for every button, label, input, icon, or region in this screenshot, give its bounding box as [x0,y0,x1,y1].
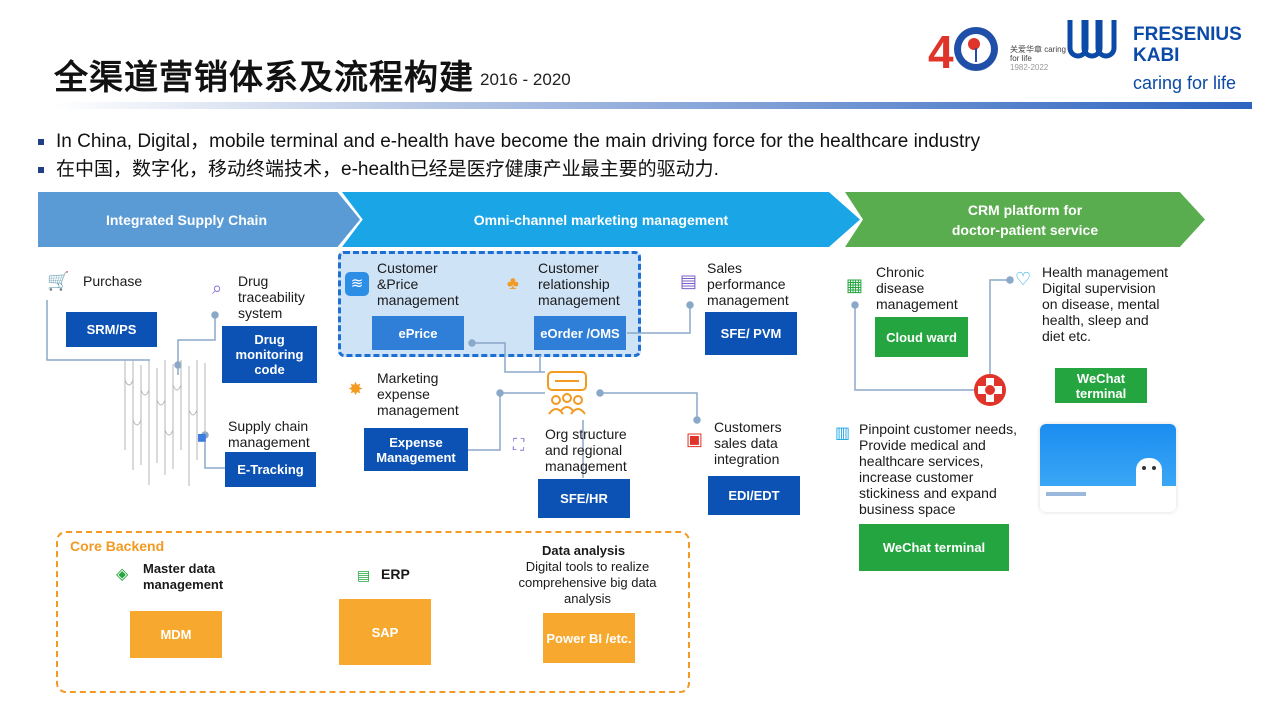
drug-monitoring-code-box[interactable]: Drug monitoring code [222,326,317,383]
org-structure-label: Org structure and regional management [545,426,640,474]
central-hub-icon [545,370,590,420]
bar-chart-icon: ▥ [835,425,850,443]
crm-label: Customer relationship management [538,260,630,308]
pinpoint-needs-label: Pinpoint customer needs, Provide medical… [859,421,1034,517]
health-management-label: Health management Digital supervision on… [1042,264,1172,344]
power-bi-box[interactable]: Power BI /etc. [543,613,635,663]
supply-chain-mgmt-label: Supply chain management [228,418,323,450]
layers-icon: ≋ [345,272,369,296]
wechat-terminal-box-1[interactable]: WeChat terminal [1055,368,1147,403]
sales-performance-label: Sales performance management [707,260,802,308]
srm-ps-box[interactable]: SRM/PS [66,312,157,347]
eprice-box[interactable]: ePrice [372,316,464,350]
people-network-icon: ♣ [507,274,519,292]
data-analysis-title: Data analysis [542,543,625,558]
sap-box[interactable]: SAP [339,599,431,665]
sfe-pvm-box[interactable]: SFE/ PVM [705,312,797,355]
supply-chain-icon: ◼ [197,428,207,446]
mdm-box[interactable]: MDM [130,611,222,658]
master-data-icon: ◈ [116,566,128,584]
wechat-app-screenshot [1040,424,1176,512]
data-analysis-desc: Digital tools to realize comprehensive b… [505,559,670,607]
core-backend-title: Core Backend [70,538,164,554]
sales-data-icon: ▣ [686,430,703,448]
org-structure-icon: ⛶ [513,437,524,455]
purchase-label: Purchase [83,273,142,289]
sfe-hr-box[interactable]: SFE/HR [538,479,630,518]
mascot-icon [1136,458,1162,496]
customer-price-label: Customer &Price management [377,260,472,308]
marketing-expense-label: Marketing expense management [377,370,472,418]
mdm-label: Master data management [143,561,248,593]
search-trace-icon: ⌕ [212,279,222,297]
medical-cross-icon [972,372,1008,408]
expense-icon: ✸ [348,380,363,398]
customers-sales-label: Customers sales data integration [714,419,809,467]
shopping-cart-icon: 🛒 [47,272,69,290]
drug-traceability-label: Drug traceability system [238,273,318,321]
screenshot-text-line [1046,492,1086,496]
edi-edt-box[interactable]: EDI/EDT [708,476,800,515]
e-tracking-box[interactable]: E-Tracking [225,452,316,487]
eorder-oms-box[interactable]: eOrder /OMS [534,316,626,350]
chronic-disease-label: Chronic disease management [876,264,976,312]
erp-label: ERP [381,566,410,582]
erp-icon: ▤ [357,566,370,584]
cloud-ward-box[interactable]: Cloud ward [875,317,968,357]
chronic-disease-icon: ▦ [846,276,863,294]
expense-management-box[interactable]: Expense Management [364,428,468,471]
data-tree-graphic [115,360,215,490]
mascot-eye-icon [1142,466,1146,470]
wechat-terminal-box-2[interactable]: WeChat terminal [859,524,1009,571]
mascot-eye-icon [1152,466,1156,470]
sales-performance-icon: ▤ [680,272,697,290]
health-heart-icon: ♡ [1015,270,1031,288]
